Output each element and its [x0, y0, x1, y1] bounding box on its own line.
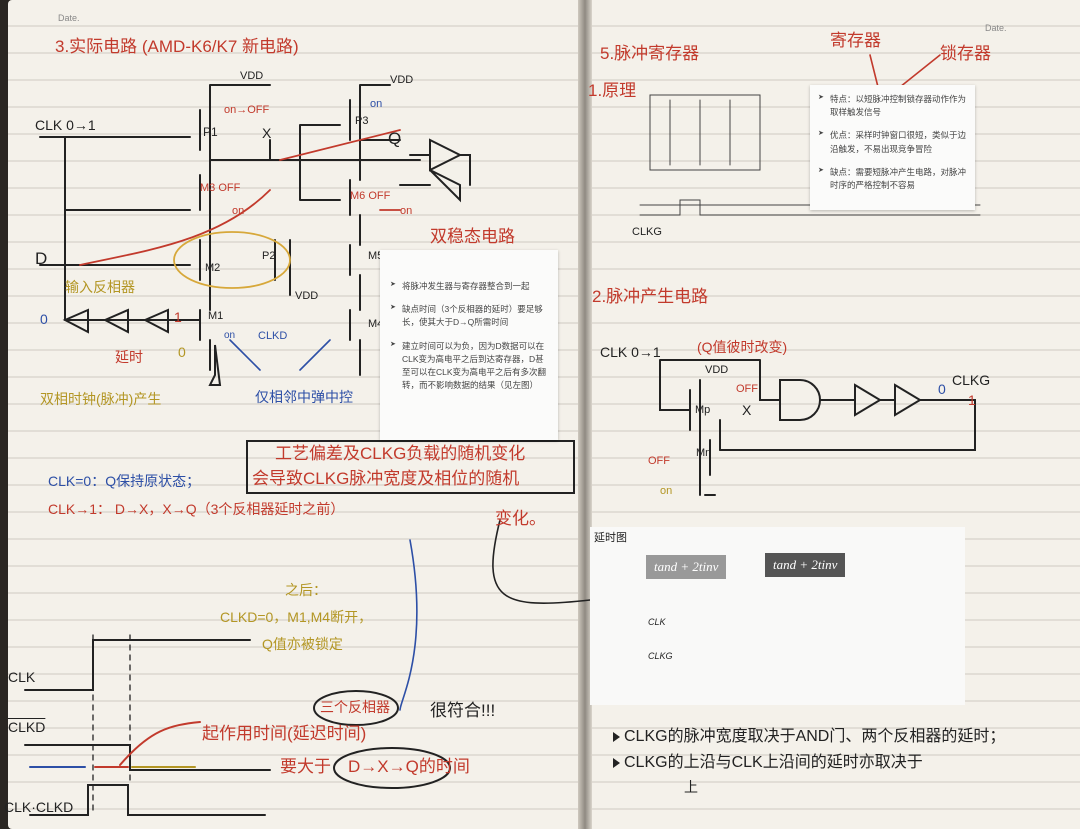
red-note-line: 工艺偏差及CLKG负载的随机变化	[275, 444, 526, 463]
m6-state: on	[400, 205, 413, 217]
d-input-label: D	[35, 249, 48, 268]
left-circuit-schematic	[39, 84, 471, 386]
delay-label-box: tand + 2tinv	[646, 555, 727, 579]
latch-label: 锁存器	[940, 44, 991, 63]
inverter-chain-label: 仅相邻中弹中控	[255, 389, 353, 405]
vdd-label: VDD	[295, 290, 319, 302]
summary-line: CLKG的上沿与CLK上沿间的延时亦取决于	[624, 754, 923, 771]
delay-label: 延时	[115, 349, 143, 365]
date-label: Date.	[58, 13, 80, 23]
three-inverters-label: 三个反相器	[320, 699, 390, 715]
x-node-label: X	[262, 125, 272, 141]
timing-waveforms	[24, 634, 451, 816]
m1-label: M1	[208, 310, 224, 322]
delay-clkg-label: CLKG	[648, 651, 673, 661]
p3-state: on	[370, 98, 383, 110]
timing-product-label: CLK·CLKD	[4, 799, 74, 815]
pulse-note: (Q值彼时改变)	[697, 339, 788, 355]
feature-bullet: 特点：以短脉冲控制锁存器动作作为取样触发信号	[818, 93, 969, 119]
note-clkd0: CLKD=0，M1,M4断开，	[220, 609, 373, 625]
clkd-label: CLKD	[258, 330, 288, 342]
right-pulse-circuit	[659, 359, 976, 496]
q-output-label: Q	[388, 129, 402, 148]
feature-bullet: 优点：采样时钟窗口很短，类似于边沿触发，不易出现竞争冒险	[818, 129, 969, 155]
pulse-vdd: VDD	[705, 364, 729, 376]
red-note-line: 变化。	[495, 509, 546, 528]
notebook-spine	[578, 0, 592, 829]
timing-clk-label: CLK	[8, 669, 36, 685]
feature-card: 特点：以短脉冲控制锁存器动作作为取样触发信号 优点：采样时钟窗口很短，类似于边沿…	[810, 85, 975, 210]
bistable-label: 双稳态电路	[430, 227, 515, 246]
right-top-schematic	[639, 94, 981, 216]
pulse-clk-label: CLK 0→1	[600, 344, 661, 360]
m3-label: M3 OFF	[200, 182, 241, 194]
x-node: X	[742, 402, 752, 418]
m6-label: M6 OFF	[350, 190, 391, 202]
active-time-label: 起作用时间(延迟时间)	[202, 724, 367, 743]
m5-label: M5	[368, 250, 384, 262]
pulse-on: on	[660, 485, 673, 497]
blue-arrows	[229, 339, 731, 711]
p2-label: P2	[262, 250, 276, 262]
summary-correction: 上	[684, 779, 698, 795]
node-zero: 0	[178, 344, 186, 360]
yellow-highlight-circle	[173, 231, 291, 289]
printed-bullet: 将脉冲发生器与寄存器整合到一起	[390, 280, 550, 293]
red-note-box	[246, 440, 575, 494]
p1-label: P1	[203, 125, 218, 139]
pulse-off-2: OFF	[648, 455, 670, 467]
printed-bullet: 建立时间可以为负，因为D数据可以在CLK变为高电平之后到达寄存器，D甚至可以在C…	[390, 340, 550, 393]
must-exceed-label: 要大于	[280, 757, 331, 776]
section-title: 5.脉冲寄存器	[600, 44, 700, 63]
principle-heading: 1.原理	[588, 81, 637, 100]
clk-input-label: CLK 0→1	[35, 117, 96, 133]
vdd-label: VDD	[390, 74, 414, 86]
mp-label: Mp	[695, 404, 711, 416]
m1-state: on	[224, 330, 236, 341]
clkg-label: CLKG	[632, 226, 662, 238]
mn-label: Mn	[696, 447, 712, 459]
note-after: 之后：	[285, 582, 327, 598]
pulse-section-title: 2.脉冲产生电路	[592, 287, 709, 306]
input-zero: 0	[40, 311, 48, 327]
m3-state: on	[232, 205, 245, 217]
red-note-line: 会导致CLKG脉冲宽度及相位的随机	[252, 469, 520, 488]
p3-label: P3	[355, 115, 369, 127]
summary-line: CLKG的脉冲宽度取决于AND门、两个反相器的延时；	[624, 728, 1006, 745]
m2-label: M2	[205, 262, 221, 274]
note-clk1: CLK→1： D→X，X→Q（3个反相器延时之前）	[48, 501, 345, 517]
note-locked: Q值亦被锁定	[262, 636, 343, 652]
input-one: 1	[174, 309, 182, 325]
red-annotation-arrows	[79, 129, 401, 266]
p1-state: on→OFF	[224, 104, 270, 116]
date-label: Date.	[985, 23, 1007, 33]
pulse-zero: 0	[938, 381, 946, 397]
register-label: 寄存器	[830, 31, 881, 50]
delay-figure-title: 延时图	[594, 532, 627, 544]
feature-bullet: 缺点：需要短脉冲产生电路，对脉冲时序的严格控制不容易	[818, 166, 969, 192]
vdd-label: VDD	[240, 70, 264, 82]
pulse-clkg-label: CLKG	[952, 372, 991, 388]
section-title: 3.实际电路 (AMD-K6/K7 新电路)	[55, 37, 299, 56]
printed-note-card: 将脉冲发生器与寄存器整合到一起 缺点时间（3个反相器的延时）要足够长，使其大于D…	[380, 250, 558, 440]
pulse-one: 1	[968, 392, 976, 408]
printed-bullet: 缺点时间（3个反相器的延时）要足够长，使其大于D→Q所需时间	[390, 303, 550, 329]
dxq-time-label: D→X→Q的时间	[348, 757, 470, 776]
delay-label-box: tand + 2tinv	[765, 553, 846, 577]
pulse-off-1: OFF	[736, 383, 758, 395]
note-clk0: CLK=0：Q保持原状态；	[48, 473, 201, 489]
m4-label: M4	[368, 318, 384, 330]
delay-clk-label: CLK	[648, 617, 666, 627]
input-inverter-label: 输入反相器	[65, 279, 135, 295]
pulse-gen-label: 双相时钟(脉冲)产生	[40, 391, 162, 407]
comment-label: 很符合!!!	[430, 701, 496, 720]
bottom-bullet-markers	[613, 732, 620, 768]
timing-clkd-label: CLKD	[8, 719, 46, 735]
